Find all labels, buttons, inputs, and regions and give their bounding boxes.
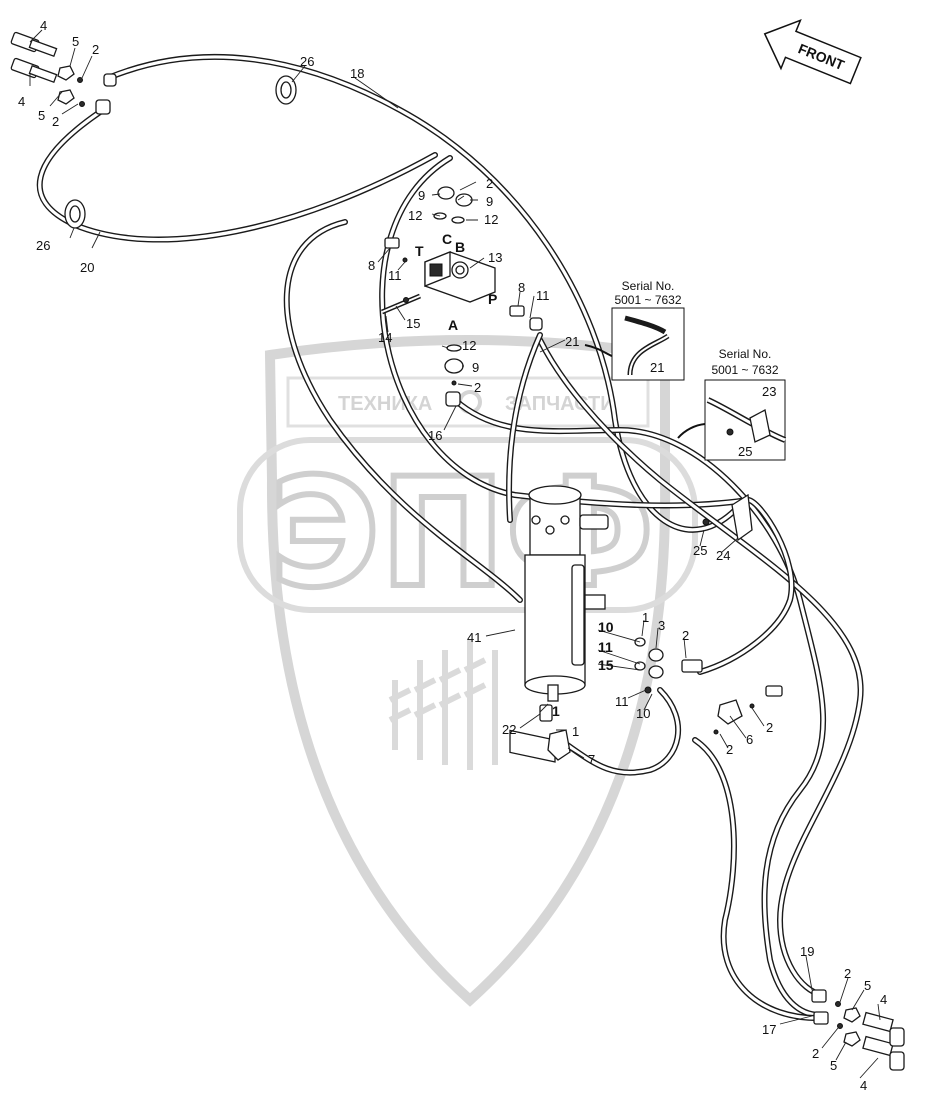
port-labels: T C B P A — [415, 231, 497, 333]
callout-15-a: 15 — [406, 316, 420, 331]
callout-1-a: 1 — [642, 610, 649, 625]
callout-4-d: 4 — [860, 1078, 867, 1093]
inset-2-serial-range: 5001 ~ 7632 — [711, 363, 778, 377]
leader-lines — [29, 29, 881, 1079]
callout-2-a: 2 — [92, 42, 99, 57]
inset-2: Serial No. 5001 ~ 7632 23 25 — [677, 347, 787, 461]
callout-5-a: 5 — [72, 34, 79, 49]
front-arrow-shape — [763, 18, 862, 85]
callout-26-a: 26 — [300, 54, 314, 69]
callout-25-inset: 25 — [738, 444, 752, 459]
callout-18: 18 — [350, 66, 364, 81]
fittings-bottom-right — [811, 989, 905, 1071]
callout-21: 21 — [565, 334, 579, 349]
callout-4-a: 4 — [40, 18, 47, 33]
callout-11-d: 11 — [615, 694, 629, 709]
callout-2-d: 2 — [474, 380, 481, 395]
inset-1: Serial No. 5001 ~ 7632 21 — [584, 279, 685, 381]
callout-8-a: 8 — [368, 258, 375, 273]
callout-11-b: 11 — [536, 288, 550, 303]
callout-8-b: 8 — [518, 280, 525, 295]
callout-11-c: 11 — [598, 639, 613, 655]
fittings-right-cluster — [634, 493, 783, 735]
watermark-wheat — [388, 640, 498, 770]
callout-12-a: 12 — [408, 208, 422, 223]
callout-2-e: 2 — [682, 628, 689, 643]
callout-5-d: 5 — [830, 1058, 837, 1073]
port-b: B — [455, 239, 465, 255]
fittings-top-left — [10, 31, 117, 115]
callout-1-c: 1 — [572, 724, 579, 739]
callout-21-inset: 21 — [650, 360, 664, 375]
callout-24: 24 — [716, 548, 730, 563]
callout-10-a: 10 — [598, 619, 614, 635]
port-c: C — [442, 231, 452, 247]
callout-25: 25 — [693, 543, 707, 558]
watermark-left-text: ТЕХНИКА — [338, 393, 432, 415]
callouts: 4 5 2 4 5 2 26 18 26 20 2 9 9 12 12 8 11… — [18, 18, 887, 1093]
callout-4-c: 4 — [880, 992, 887, 1007]
callout-10-b: 10 — [636, 706, 650, 721]
callout-2-h: 2 — [844, 966, 851, 981]
inset-1-serial-label: Serial No. — [622, 279, 675, 293]
callout-2-b: 2 — [52, 114, 59, 129]
callout-22: 22 — [502, 722, 516, 737]
callout-14: 14 — [378, 330, 392, 345]
callout-1-b: 1 — [552, 703, 560, 719]
callout-3: 3 — [658, 618, 665, 633]
callout-16: 16 — [428, 428, 442, 443]
port-t: T — [415, 243, 424, 259]
callout-12-c: 12 — [462, 338, 476, 353]
callout-5-b: 5 — [38, 108, 45, 123]
callout-2-i: 2 — [812, 1046, 819, 1061]
callout-9-a: 9 — [418, 188, 425, 203]
watermark-logo-plate — [237, 437, 698, 613]
callout-9-c: 9 — [472, 360, 479, 375]
callout-15-b: 15 — [598, 657, 614, 673]
watermark: ТЕХНИКА ЗАПЧАСТИ ЭПФ — [237, 335, 698, 1007]
watermark-banner — [286, 376, 650, 428]
callout-2-c: 2 — [486, 176, 493, 191]
grommets — [64, 75, 297, 229]
hose-20 — [36, 109, 438, 243]
watermark-shield — [264, 335, 671, 1007]
callout-12-b: 12 — [484, 212, 498, 227]
callout-9-b: 9 — [486, 194, 493, 209]
callout-41: 41 — [467, 630, 481, 645]
callout-2-g: 2 — [726, 742, 733, 757]
port-a: A — [448, 317, 458, 333]
swivel-joint — [509, 485, 609, 763]
callout-20: 20 — [80, 260, 94, 275]
callout-4-b: 4 — [18, 94, 25, 109]
callout-7: 7 — [588, 752, 595, 767]
front-direction-arrow: FRONT — [763, 18, 862, 85]
port-p: P — [488, 291, 497, 307]
inset-2-serial-label: Serial No. — [719, 347, 772, 361]
callout-11-a: 11 — [388, 268, 402, 283]
callout-26-b: 26 — [36, 238, 50, 253]
callout-19: 19 — [800, 944, 814, 959]
inset-1-serial-range: 5001 ~ 7632 — [614, 293, 681, 307]
callout-17: 17 — [762, 1022, 776, 1037]
callout-6: 6 — [746, 732, 753, 747]
callout-13: 13 — [488, 250, 502, 265]
callout-2-f: 2 — [766, 720, 773, 735]
callout-23: 23 — [762, 384, 776, 399]
solenoid-valve-13 — [381, 186, 543, 407]
callout-5-c: 5 — [864, 978, 871, 993]
